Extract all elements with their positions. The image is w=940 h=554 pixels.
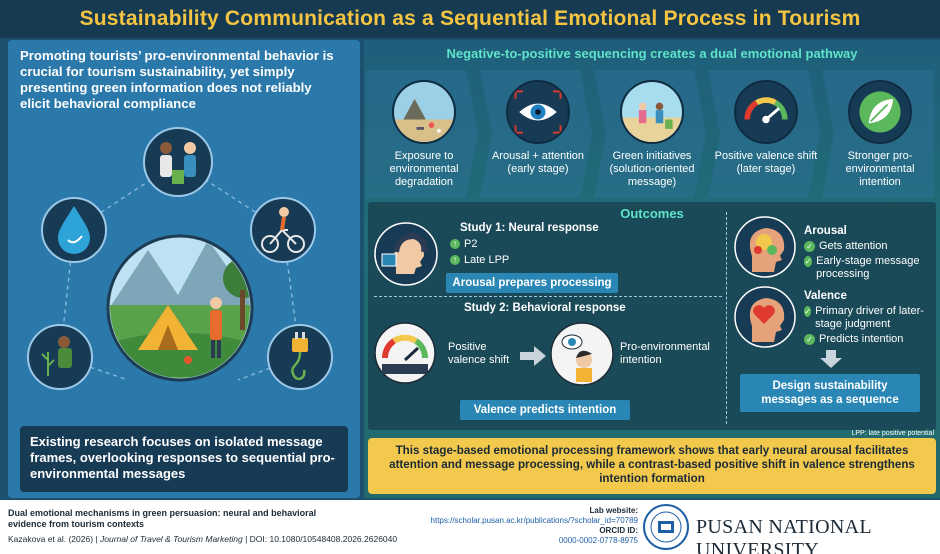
pathway-step-3: Green initiatives (solution-oriented mes… bbox=[594, 70, 706, 198]
arousal-item: ✓ Gets attention bbox=[804, 240, 934, 252]
beach-cleanup-icon bbox=[620, 80, 684, 144]
authors: Kazakova et al. (2026) bbox=[8, 534, 94, 544]
orcid-label: ORCID ID: bbox=[599, 526, 638, 535]
gear-brain-icon bbox=[734, 216, 796, 278]
check-icon: ✓ bbox=[804, 241, 815, 252]
check-icon: ✓ bbox=[804, 256, 813, 267]
pathway-step-5: Stronger pro-environmental intention bbox=[822, 70, 934, 198]
lab-info: Lab website: https://scholar.pusan.ac.kr… bbox=[380, 506, 638, 546]
arousal-title: Arousal bbox=[804, 225, 847, 237]
arousal-item: ✓Early-stage message processing bbox=[804, 255, 934, 281]
valence-item-label: Predicts intention bbox=[819, 333, 904, 345]
eye-icon bbox=[506, 80, 570, 144]
arrow-up-icon: ↑ bbox=[450, 239, 460, 250]
design-sequence-pill: Design sustainability messages as a sequ… bbox=[740, 374, 920, 412]
study1-item-p2: ↑ P2 bbox=[450, 238, 477, 250]
outcomes-title: Outcomes bbox=[620, 206, 684, 221]
step-label: Arousal + attention (early stage) bbox=[491, 150, 585, 175]
left-panel: Promoting tourists’ pro-environmental be… bbox=[8, 40, 360, 498]
step-label: Green initiatives (solution-oriented mes… bbox=[609, 150, 695, 188]
recycling-icon bbox=[143, 127, 213, 197]
positive-valence-text: Positive valence shift bbox=[448, 341, 510, 366]
step-label: Exposure to environmental degradation bbox=[389, 150, 459, 188]
pathway-heading: Negative-to-positive sequencing creates … bbox=[446, 46, 858, 61]
valence-item: ✓Primary driver of later-stage judgment bbox=[804, 305, 934, 331]
tourism-illustration bbox=[27, 127, 333, 390]
page-title: Sustainability Communication as a Sequen… bbox=[79, 7, 861, 30]
heart-brain-icon bbox=[734, 286, 796, 348]
valence-item: ✓ Predicts intention bbox=[804, 333, 934, 345]
university-seal-icon bbox=[643, 504, 689, 550]
down-arrow-icon bbox=[820, 350, 842, 368]
research-gap-box: Existing research focuses on isolated me… bbox=[20, 426, 348, 492]
arousal-prepares-pill: Arousal prepares processing bbox=[446, 273, 618, 293]
university-name: PUSAN NATIONAL UNIVERSITY bbox=[696, 516, 872, 554]
valence-item-label: Primary driver of later-stage judgment bbox=[815, 305, 924, 330]
gauge-icon bbox=[734, 80, 798, 144]
check-icon: ✓ bbox=[804, 306, 812, 317]
footer: Dual emotional mechanisms in green persu… bbox=[0, 500, 940, 554]
footnote: LPP: late positive potential bbox=[851, 430, 935, 437]
vertical-divider bbox=[726, 212, 727, 424]
pathway-step-1: Exposure to environmental degradation bbox=[366, 70, 478, 198]
eco-plug-icon bbox=[267, 324, 333, 390]
arousal-item-label: Early-stage message processing bbox=[816, 255, 920, 280]
journal: Journal of Travel & Tourism Marketing bbox=[100, 534, 243, 544]
water-drop-icon bbox=[41, 197, 107, 263]
pathway-step-2: Arousal + attention (early stage) bbox=[480, 70, 592, 198]
eeg-head-icon bbox=[374, 222, 438, 286]
study1-title: Study 1: Neural response bbox=[460, 222, 599, 234]
title-bar: Sustainability Communication as a Sequen… bbox=[0, 0, 940, 38]
valence-title: Valence bbox=[804, 290, 847, 302]
right-panel: Negative-to-positive sequencing creates … bbox=[364, 40, 940, 498]
horizontal-divider bbox=[374, 296, 722, 297]
right-arrow-icon bbox=[520, 346, 546, 366]
study1-item-label: P2 bbox=[464, 238, 478, 250]
thinking-person-icon bbox=[550, 322, 614, 386]
study1-item-label: Late LPP bbox=[464, 254, 510, 266]
planting-icon bbox=[27, 324, 93, 390]
arrow-up-icon: ↑ bbox=[450, 255, 460, 266]
citation: Kazakova et al. (2026) | Journal of Trav… bbox=[8, 534, 398, 544]
lab-label: Lab website: bbox=[589, 506, 638, 515]
lab-url[interactable]: https://scholar.pusan.ac.kr/publications… bbox=[430, 516, 638, 525]
paper-title: Dual emotional mechanisms in green persu… bbox=[8, 508, 317, 529]
valence-predicts-pill: Valence predicts intention bbox=[460, 400, 630, 420]
intention-text: Pro-environmental intention bbox=[620, 341, 710, 366]
check-icon: ✓ bbox=[804, 334, 815, 345]
study2-title: Study 2: Behavioral response bbox=[464, 302, 626, 314]
camping-scene bbox=[106, 234, 254, 382]
step-label: Positive valence shift (later stage) bbox=[714, 150, 818, 175]
conclusion-box: This stage-based emotional processing fr… bbox=[368, 438, 936, 494]
leaf-icon bbox=[848, 80, 912, 144]
cyclist-icon bbox=[250, 197, 316, 263]
doi[interactable]: DOI: 10.1080/10548408.2026.2626040 bbox=[249, 534, 398, 544]
polluted-beach-icon bbox=[392, 80, 456, 144]
intro-text: Promoting tourists’ pro-environmental be… bbox=[20, 48, 334, 111]
step-label: Stronger pro-environmental intention bbox=[845, 150, 915, 188]
orcid-id[interactable]: 0000-0002-0778-8975 bbox=[558, 536, 638, 545]
study1-item-lpp: ↑ Late LPP bbox=[450, 254, 509, 266]
pathway-step-4: Positive valence shift (later stage) bbox=[708, 70, 820, 198]
valence-gauge-icon bbox=[374, 322, 436, 384]
arousal-item-label: Gets attention bbox=[819, 240, 888, 252]
